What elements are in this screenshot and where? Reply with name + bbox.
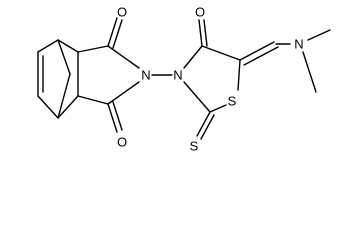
bond bbox=[243, 46, 279, 66]
bond bbox=[239, 41, 275, 61]
atom-n-imide: N bbox=[141, 68, 150, 83]
norbornene-imide-bonds bbox=[37, 17, 140, 133]
atom-s-ring: S bbox=[228, 94, 237, 109]
bond bbox=[307, 29, 331, 41]
bond bbox=[107, 17, 118, 47]
atom-n-dimethylamino: N bbox=[294, 37, 303, 52]
bond bbox=[302, 51, 317, 93]
bond bbox=[37, 95, 59, 119]
bond bbox=[107, 45, 140, 69]
bond bbox=[37, 39, 59, 53]
bond bbox=[183, 45, 203, 69]
bond bbox=[112, 101, 123, 131]
bond bbox=[112, 19, 123, 49]
bond bbox=[77, 95, 109, 105]
bond bbox=[57, 39, 79, 53]
atom-o-top-left: O bbox=[117, 5, 127, 20]
bond bbox=[57, 95, 79, 119]
chemical-structure: O O N N O S S N bbox=[37, 5, 331, 154]
bond bbox=[200, 114, 215, 140]
bond bbox=[57, 39, 71, 75]
bond bbox=[198, 19, 203, 47]
dimethylaminomethylene-bonds bbox=[239, 29, 331, 93]
bond bbox=[57, 73, 71, 119]
bond bbox=[209, 104, 227, 113]
atom-n-thiazolidine: N bbox=[173, 68, 182, 83]
bond bbox=[107, 81, 140, 105]
atom-o-top-right: O bbox=[195, 5, 205, 20]
bond bbox=[201, 45, 241, 61]
atom-o-bottom-left: O bbox=[117, 135, 127, 150]
thiazolidine-bonds bbox=[183, 19, 241, 140]
bond bbox=[183, 81, 211, 113]
bond bbox=[237, 59, 241, 91]
bond bbox=[107, 103, 118, 133]
bond bbox=[196, 111, 211, 137]
bond bbox=[203, 19, 208, 47]
bond bbox=[77, 45, 109, 53]
atom-s-thione: S bbox=[190, 139, 199, 154]
